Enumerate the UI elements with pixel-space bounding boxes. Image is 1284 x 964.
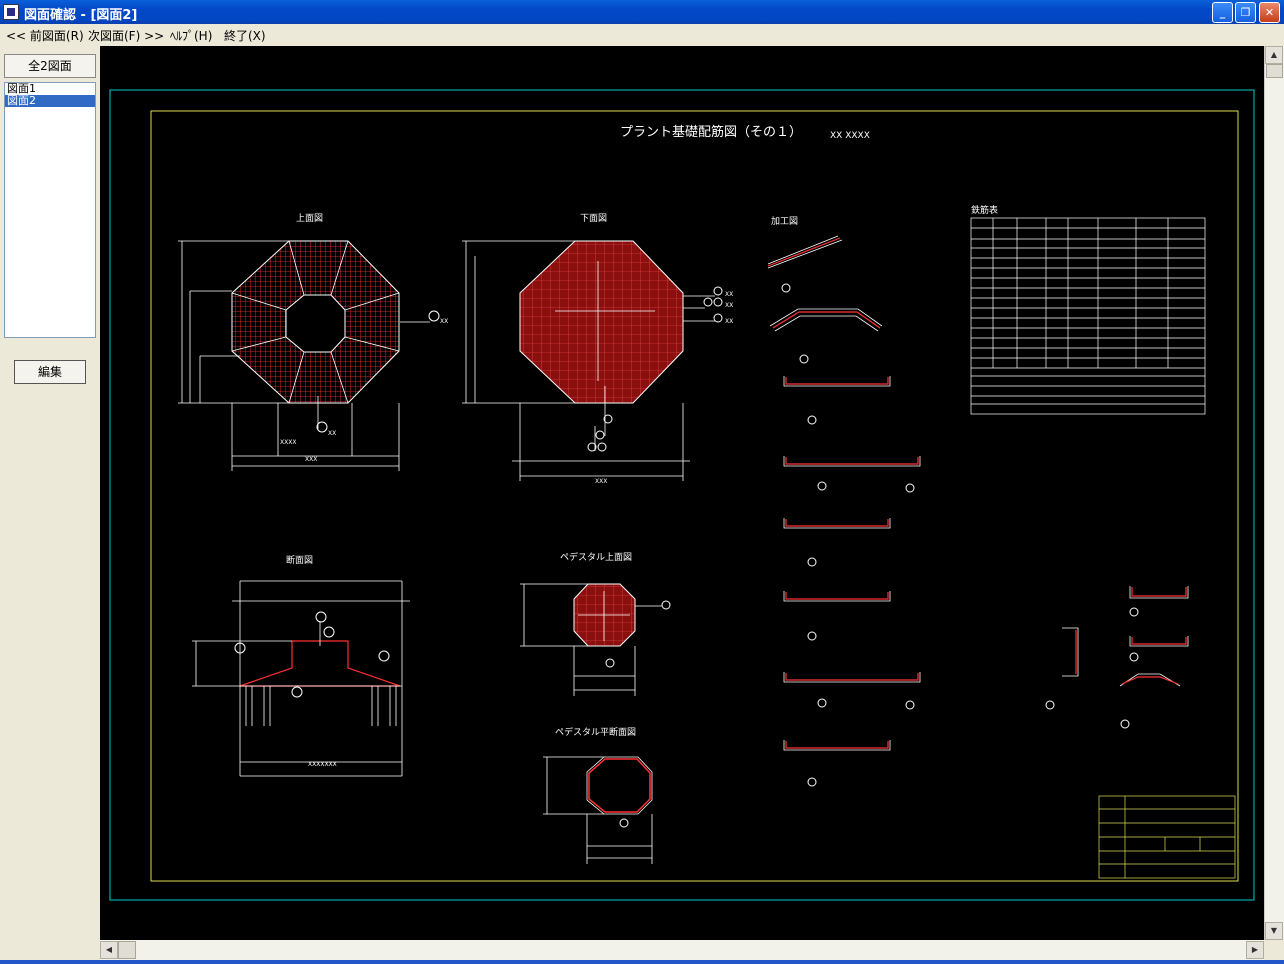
close-button[interactable]: ✕	[1259, 2, 1280, 23]
all-drawings-button[interactable]: 全2図面	[4, 54, 96, 78]
drawing-list[interactable]: 図面1 図面2	[4, 82, 96, 338]
view-label-top: 上面図	[296, 213, 323, 224]
menu-quit[interactable]: 終了(X)	[224, 29, 266, 43]
svg-text:XXXXXXX: XXXXXXX	[308, 761, 337, 768]
bottom-view-octagon	[519, 240, 684, 404]
window-title: 図面確認 - [図面2]	[24, 8, 138, 23]
menu-bar: << 前図面(R) 次図面(F) >> ﾍﾙﾌﾟ(H) 終了(X)	[0, 24, 1284, 45]
menu-prev-drawing[interactable]: << 前図面(R)	[6, 29, 84, 43]
view-label-bottom: 下面図	[580, 213, 607, 224]
minimize-button[interactable]: _	[1212, 2, 1233, 23]
svg-text:XXX: XXX	[595, 478, 607, 485]
view-label-pedestal-top: ペデスタル上面図	[560, 551, 632, 563]
title-block	[1098, 795, 1236, 879]
svg-text:XX: XX	[328, 430, 336, 437]
outer-frame	[109, 89, 1255, 901]
horizontal-scroll-thumb[interactable]	[118, 941, 136, 959]
drawing-list-item-selected[interactable]: 図面2	[5, 95, 95, 107]
svg-text:XXXX: XXXX	[280, 439, 296, 446]
view-label-bending: 加工図	[771, 216, 798, 227]
svg-text:XX: XX	[725, 291, 733, 298]
taskbar-edge	[0, 960, 1284, 964]
title-bar: 図面確認 - [図面2] _ ❐ ✕	[0, 0, 1284, 24]
scroll-corner	[1264, 940, 1284, 964]
top-view-opening	[285, 294, 346, 353]
vertical-scrollbar[interactable]: ▲ ▼	[1264, 46, 1284, 940]
drawing-list-item[interactable]: 図面1	[7, 82, 36, 95]
edit-button[interactable]: 編集	[14, 360, 86, 384]
section-rebar-outline	[239, 640, 401, 687]
inner-frame	[150, 110, 1239, 882]
scroll-up-icon[interactable]: ▲	[1265, 46, 1283, 64]
svg-text:XXX: XXX	[305, 456, 317, 463]
svg-text:XX: XX	[725, 302, 733, 309]
view-label-section: 断面図	[286, 554, 313, 566]
svg-text:XX: XX	[440, 318, 448, 325]
pedestal-plan-octagon	[588, 758, 651, 813]
app-icon	[3, 4, 19, 20]
restore-button[interactable]: ❐	[1235, 2, 1256, 23]
menu-next-drawing[interactable]: 次図面(F) >>	[88, 29, 165, 43]
rebar-shapes	[783, 376, 921, 787]
scroll-left-icon[interactable]: ◀	[100, 941, 118, 959]
drawing-title-suffix: XX XXXX	[830, 131, 870, 141]
scroll-down-icon[interactable]: ▼	[1265, 922, 1283, 940]
scroll-right-icon[interactable]: ▶	[1246, 941, 1264, 959]
drawing-list-panel: 全2図面 図面1 図面2 編集	[0, 46, 100, 940]
horizontal-scrollbar[interactable]: ◀ ▶	[100, 940, 1264, 960]
rebar-table	[970, 217, 1206, 415]
drawing-title: プラント基礎配筋図（その１）	[620, 124, 802, 140]
view-label-rebar-table: 鉄筋表	[971, 204, 998, 216]
menu-help[interactable]: ﾍﾙﾌﾟ(H)	[170, 29, 213, 43]
view-label-pedestal-plan: ペデスタル平断面図	[555, 726, 636, 738]
cad-drawing: プラント基礎配筋図（その１） XX XXXX 上面図 XX XX XXXX XX…	[109, 89, 1255, 901]
svg-text:XX: XX	[725, 318, 733, 325]
drawing-canvas[interactable]: プラント基礎配筋図（その１） XX XXXX 上面図 XX XX XXXX XX…	[100, 46, 1264, 940]
vertical-scroll-thumb[interactable]	[1266, 64, 1283, 78]
